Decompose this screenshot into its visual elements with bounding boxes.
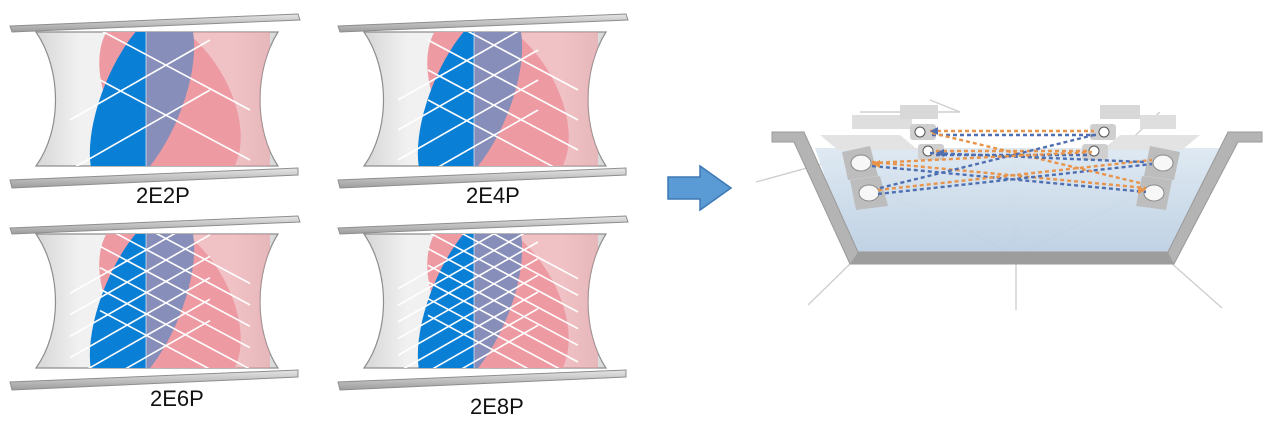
pipe-panel [9,13,301,189]
acoustic-chords [69,32,251,166]
transducer-icon [1082,144,1108,160]
pipe-panels: 2E2P 2E4P 2E6P 2E8P [9,13,629,419]
transducer-icon [910,124,936,140]
acoustic-chords [397,32,579,166]
pipe-top-rail [9,13,301,33]
open-channel-diagram [755,99,1263,310]
pipe-top-rail [9,215,301,235]
pipe-panel [337,13,629,189]
pipe-bottom-rail [9,369,299,391]
path-arrowheads [872,127,1146,194]
right-arrow-icon [667,164,733,212]
pipe-bottom-rail [337,167,627,189]
acoustic-chords [397,234,579,368]
transducer-icon [1136,176,1172,210]
acoustic-chords [69,234,251,368]
pipe-bottom-rail [9,167,299,189]
transducer-icon [1144,146,1180,180]
acoustic-paths [871,129,1153,196]
pipe-top-rail [337,215,629,235]
transducer-icon [850,176,888,210]
transducer-icon [1090,124,1116,140]
panel-label: 2E4P [466,183,520,208]
pipe-top-rail [337,13,629,33]
pipe-panel [337,215,629,391]
panel-label: 2E2P [136,183,190,208]
left-mount-brackets [820,105,938,150]
panel-label: 2E6P [150,386,204,411]
transducer-icon [842,146,878,180]
right-mount-brackets [1100,105,1200,150]
pipe-panel [9,215,301,391]
pipe-bottom-rail [337,369,627,391]
water-body [815,148,1221,255]
panel-label: 2E8P [470,394,524,419]
